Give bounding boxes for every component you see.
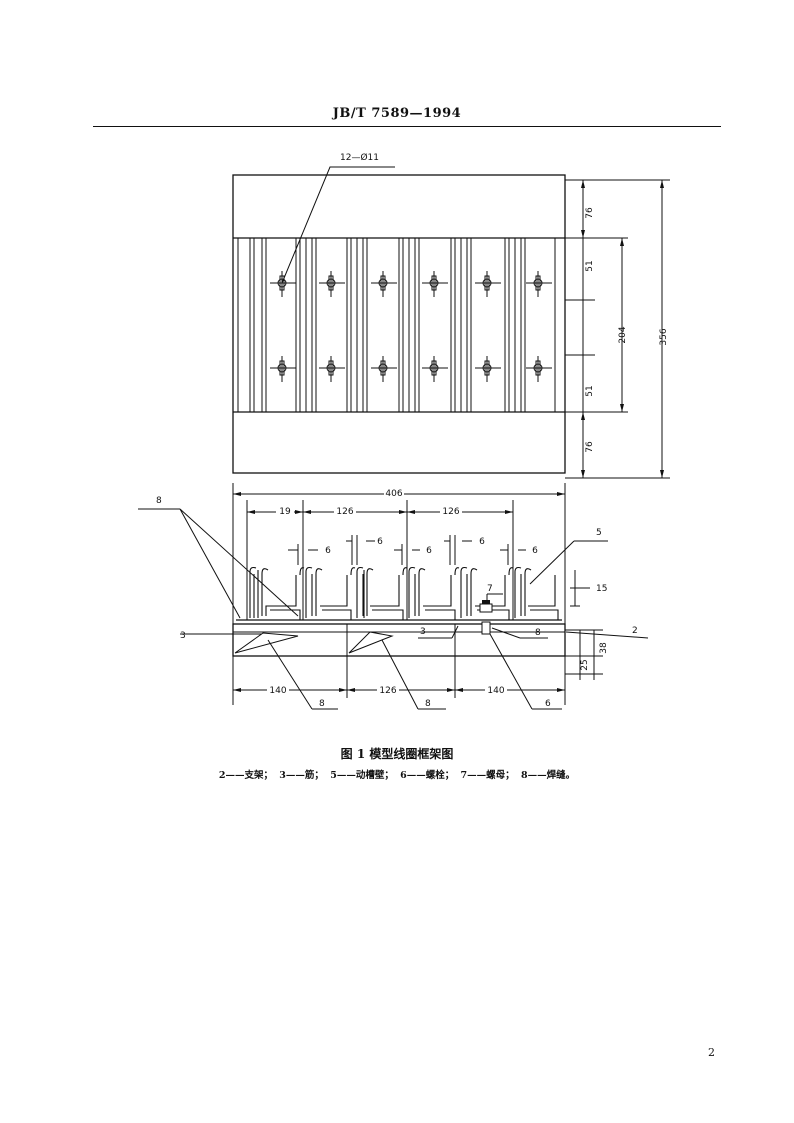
- dim-overall-width: 406: [385, 489, 402, 499]
- bolt: [481, 621, 491, 635]
- dim-upper-slot: 51: [585, 260, 595, 271]
- dim-top-margin: 76: [585, 207, 595, 219]
- plan-dimensions: [565, 179, 670, 479]
- holes-leader: [281, 166, 335, 284]
- section-view: 406 19 126 126 6 6: [138, 483, 649, 710]
- holes-upper-row: [270, 271, 552, 297]
- plan-view: 12—Ø11 76 51 51 76 204 356: [232, 152, 670, 479]
- dim-gap-2: 6: [377, 537, 383, 547]
- dim-pitch-a: 126: [336, 507, 353, 517]
- figure-legend: 2——支架； 3——筋； 5——动槽壁； 6——螺栓； 7——螺母； 8——焊缝…: [218, 770, 576, 781]
- plan-outline: [232, 174, 566, 474]
- dim-offset-19: 19: [279, 507, 291, 517]
- slot-walls: [237, 238, 556, 412]
- callout-2: 2: [632, 626, 638, 636]
- dim-pitch-b: 126: [442, 507, 459, 517]
- document-header: JB/T 7589—1994: [332, 106, 462, 121]
- callout-7: 7: [487, 584, 493, 594]
- dim-base-38: 38: [599, 642, 609, 654]
- holes-spec-label: 12—Ø11: [340, 152, 379, 163]
- dim-wall-height: 15: [596, 584, 607, 594]
- dim-gap-5: 6: [532, 546, 538, 556]
- callout-3-mid: 3: [420, 627, 426, 637]
- page-number: 2: [708, 1046, 715, 1059]
- header-rule: [93, 126, 721, 127]
- callout-8-top: 8: [156, 496, 162, 506]
- dim-bottom-margin: 76: [585, 441, 595, 453]
- dim-bottom-126: 126: [379, 686, 396, 696]
- dim-lower-slot: 51: [585, 385, 595, 396]
- callout-3-left: 3: [180, 631, 186, 641]
- callout-leaders: [138, 508, 649, 710]
- holes-lower-row: [270, 356, 552, 382]
- figure-caption: 图 1 模型线圈框架图: [340, 747, 454, 761]
- callout-8-bottom-a: 8: [319, 699, 325, 709]
- dim-gap-1: 6: [325, 546, 331, 556]
- callout-8-bottom-b: 8: [425, 699, 431, 709]
- bracket-base: [232, 623, 566, 657]
- slot-profiles: [249, 566, 559, 620]
- dim-mid-height: 204: [618, 326, 628, 343]
- dim-gap-4: 6: [479, 537, 485, 547]
- dim-gap-3: 6: [426, 546, 432, 556]
- dim-base-25: 25: [580, 659, 590, 670]
- dim-bottom-140a: 140: [269, 686, 286, 696]
- callout-5: 5: [596, 528, 602, 538]
- nut: [479, 603, 493, 613]
- callout-8-right: 8: [535, 628, 541, 638]
- dim-bottom-140b: 140: [487, 686, 504, 696]
- dim-overall-height: 356: [659, 328, 669, 345]
- callout-6: 6: [545, 699, 551, 709]
